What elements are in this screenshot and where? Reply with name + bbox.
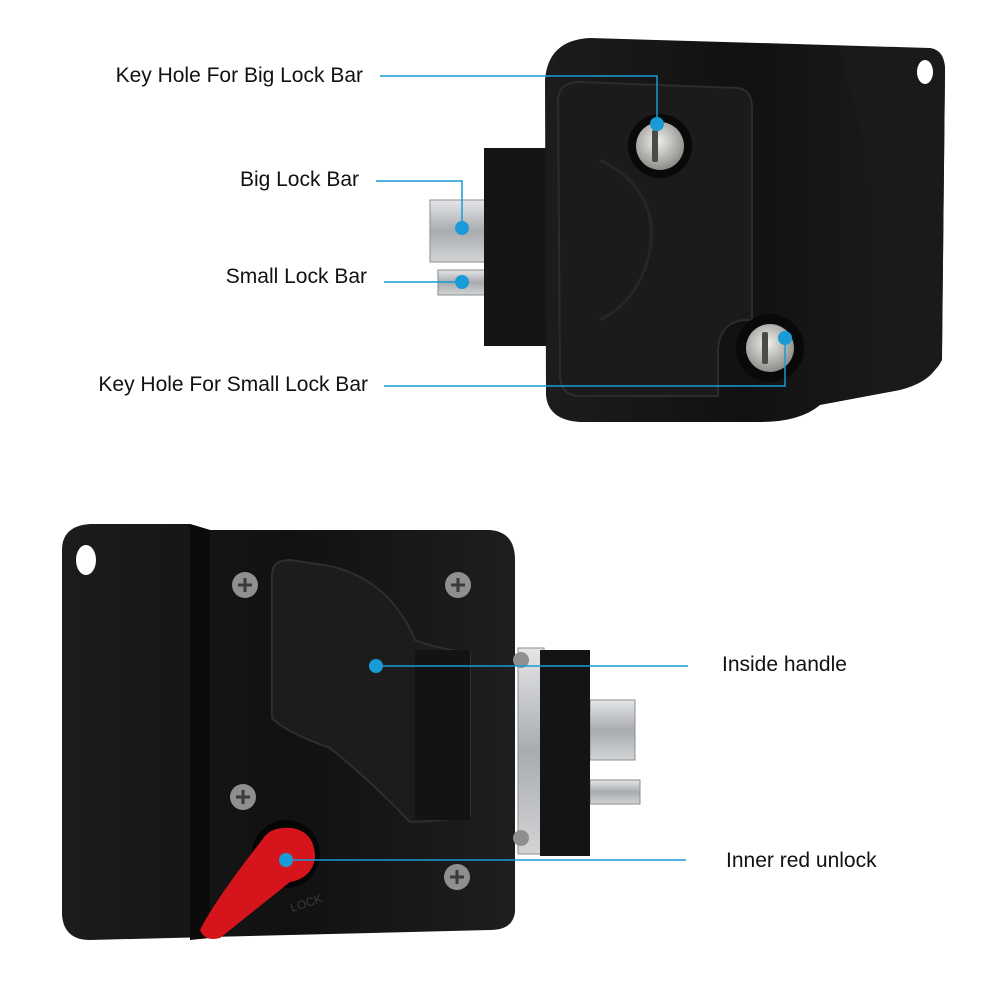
mount-flange: [840, 48, 945, 392]
screws: [230, 572, 529, 890]
callout-leaders: [286, 75, 786, 861]
callout-dots: [279, 117, 792, 867]
bolt-housing-inner: [540, 650, 590, 856]
leader-key-hole-big: [380, 75, 658, 122]
leader-key-hole-small: [384, 340, 786, 387]
label-big-lock-bar: Big Lock Bar: [239, 168, 359, 191]
strike-plate: [517, 647, 545, 855]
label-inner-red-unlock: Inner red unlock: [726, 849, 877, 872]
label-key-hole-small: Key Hole For Small Lock Bar: [98, 373, 368, 396]
bottom-lock-view: LOCK: [62, 524, 641, 940]
label-inside-handle: Inside handle: [722, 653, 847, 676]
top-lock-view: [429, 38, 945, 422]
leader-big-lock-bar: [376, 180, 463, 226]
label-key-hole-big: Key Hole For Big Lock Bar: [115, 64, 363, 87]
mount-hole: [917, 60, 933, 84]
mount-hole-inner: [76, 545, 96, 575]
label-small-lock-bar: Small Lock Bar: [225, 265, 367, 288]
